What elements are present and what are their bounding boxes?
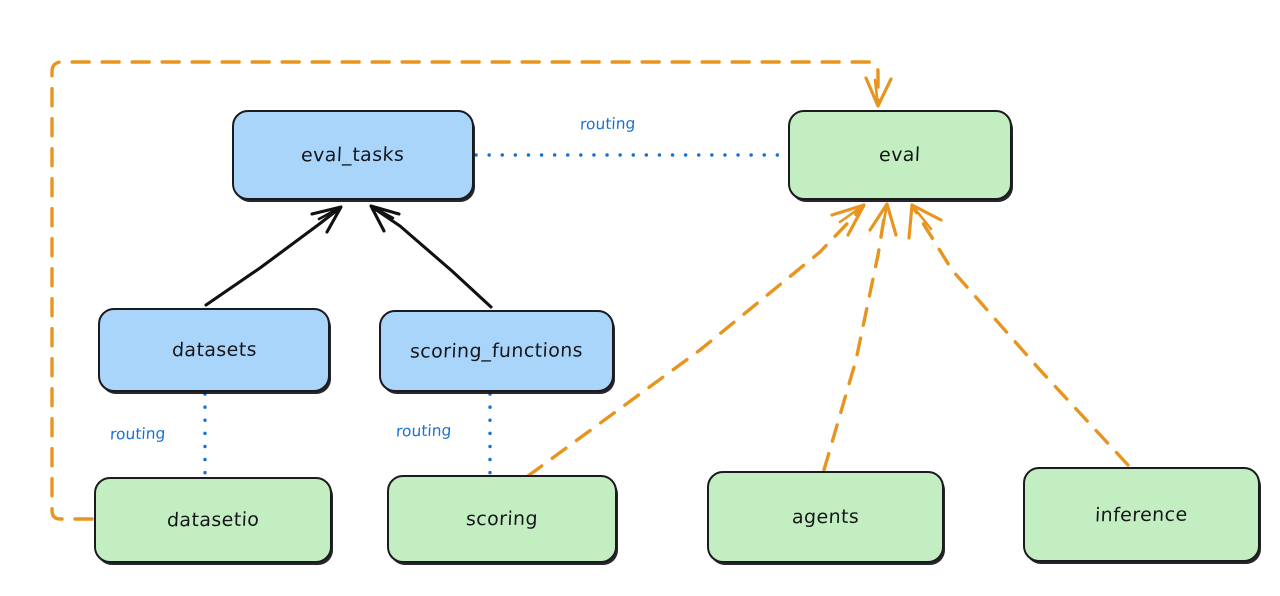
- node-scoring-label: scoring: [465, 507, 539, 531]
- node-datasets[interactable]: datasets: [98, 308, 330, 392]
- node-inference-label: inference: [1094, 503, 1189, 526]
- edge-inference-to-eval: [907, 203, 1130, 467]
- edge-label-routing-datasets-datasetio: routing: [109, 424, 166, 444]
- edge-label-routing-scoring_functions-scoring: routing: [395, 421, 452, 441]
- node-eval_tasks[interactable]: eval_tasks: [232, 110, 474, 200]
- node-datasets-label: datasets: [171, 338, 257, 362]
- node-inference[interactable]: inference: [1023, 467, 1260, 562]
- node-agents-label: agents: [791, 505, 860, 529]
- edge-datasets-to-eval_tasks: [204, 205, 343, 307]
- node-eval_tasks-label: eval_tasks: [300, 143, 406, 167]
- node-agents[interactable]: agents: [707, 471, 944, 563]
- node-eval-label: eval: [878, 143, 922, 167]
- node-eval[interactable]: eval: [788, 110, 1012, 200]
- node-datasetio[interactable]: datasetio: [94, 477, 332, 563]
- edge-scoring_functions-to-eval_tasks: [369, 204, 493, 309]
- edge-label-routing-eval_tasks-eval: routing: [579, 114, 636, 134]
- node-scoring_functions-label: scoring_functions: [409, 339, 584, 363]
- node-scoring_functions[interactable]: scoring_functions: [379, 310, 614, 392]
- node-scoring[interactable]: scoring: [387, 475, 617, 563]
- node-datasetio-label: datasetio: [166, 508, 260, 532]
- edge-agents-to-eval: [822, 202, 898, 472]
